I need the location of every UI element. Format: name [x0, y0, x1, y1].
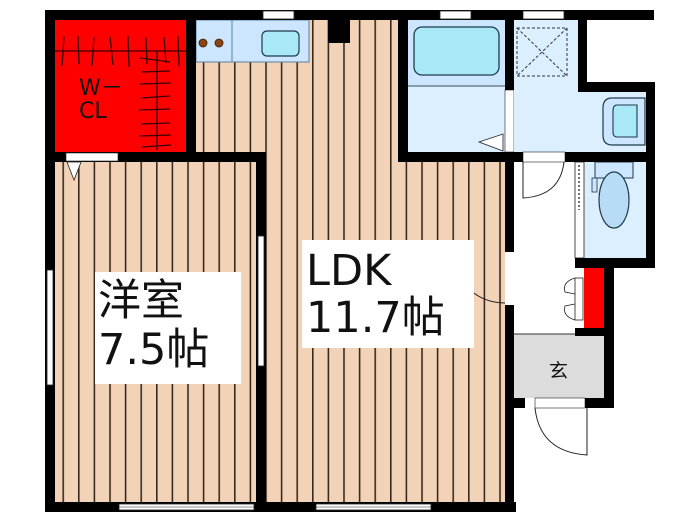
window: [439, 10, 472, 20]
ldk-label: LDK 11.7帖: [302, 240, 474, 348]
toilet-bowl-icon: [598, 171, 630, 229]
window: [262, 10, 295, 20]
stove-burner-icon: [198, 38, 208, 48]
ldk-name: LDK: [306, 246, 392, 296]
entrance-door-swing-icon: [534, 407, 588, 456]
wcl-label-line2: CL: [79, 99, 107, 125]
closet-door: [65, 152, 119, 162]
washroom: [514, 20, 580, 152]
western-room-name: 洋室: [98, 276, 184, 326]
hanger-rod-icon: [55, 35, 186, 150]
entrance-label: 玄: [549, 360, 569, 382]
bath-door-icon: [477, 133, 504, 152]
hallway: [514, 162, 576, 334]
kitchen-sink-icon: [261, 30, 300, 57]
closet-door-swing-icon: [66, 161, 82, 182]
window: [46, 269, 54, 386]
bathtub-icon: [413, 26, 500, 76]
window: [522, 10, 565, 20]
western-room-label: 洋室 7.5帖: [95, 272, 241, 384]
wcl-label-line1: W－: [79, 76, 123, 101]
sliding-door: [257, 235, 265, 367]
stove-burner-icon: [214, 38, 224, 48]
wcl-label: W－ CL: [79, 77, 123, 123]
washing-machine-space-icon: [516, 27, 568, 77]
entrance-floor: [514, 334, 608, 398]
washroom-door-swing-icon: [522, 161, 565, 199]
western-room-size: 7.5帖: [98, 325, 210, 375]
shoe-closet: [584, 268, 604, 328]
ldk-size: 11.7帖: [306, 293, 445, 343]
